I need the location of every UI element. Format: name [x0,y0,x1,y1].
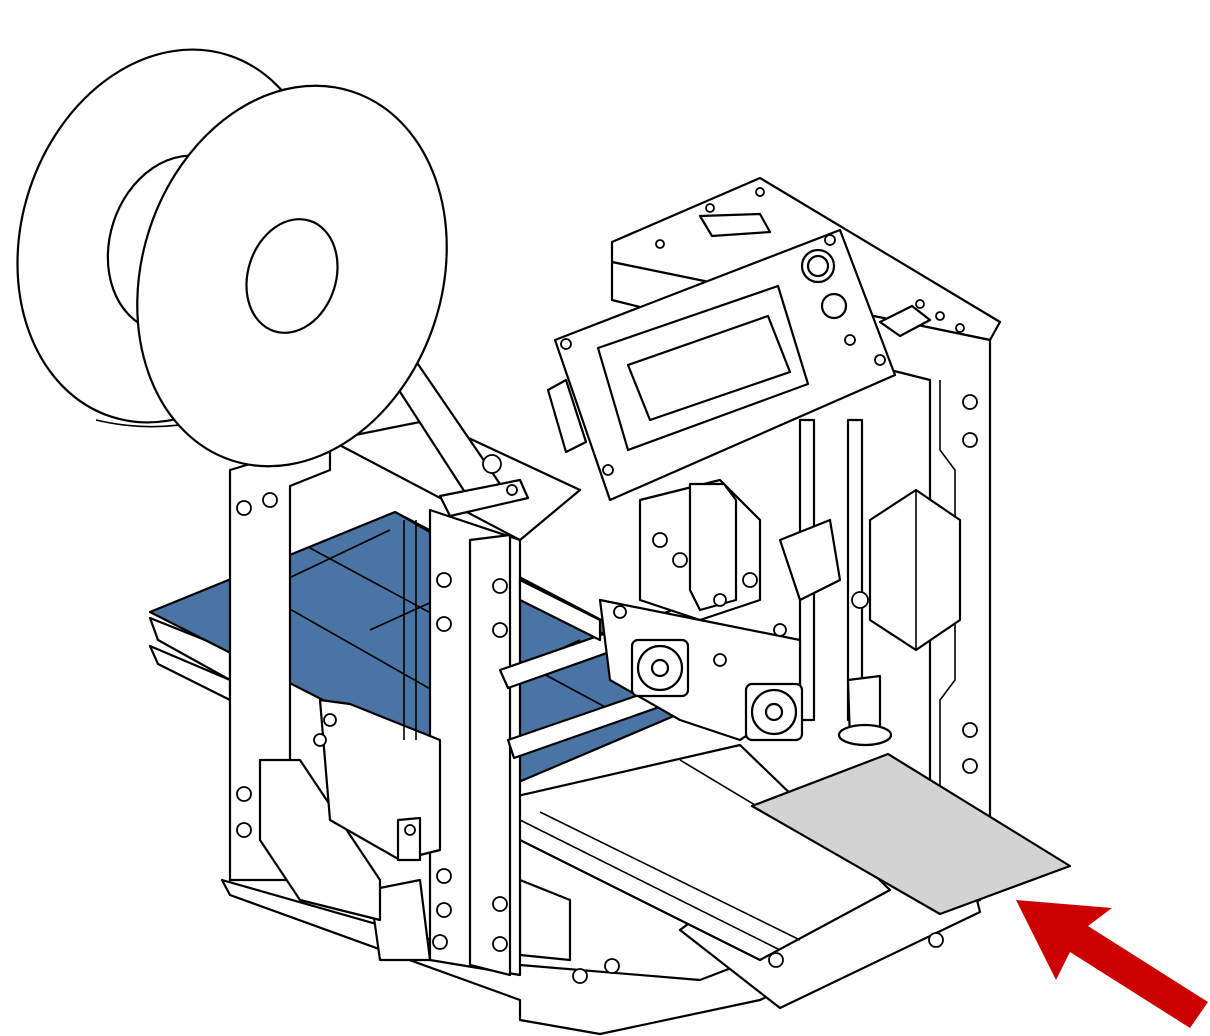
lcd-control-panel [546,228,897,502]
control-knob [820,292,848,320]
cooling-fan-2 [744,682,804,742]
y-carriage [313,698,442,862]
front-frame [228,418,582,977]
paper-sheet [750,752,1072,916]
cooling-fan [630,638,690,698]
stepper-motor [868,488,962,652]
lcd-screen [626,314,792,422]
insertion-arrow-icon [1016,900,1208,1028]
filament-spool [16,48,448,468]
print-head-extruder [598,478,869,742]
